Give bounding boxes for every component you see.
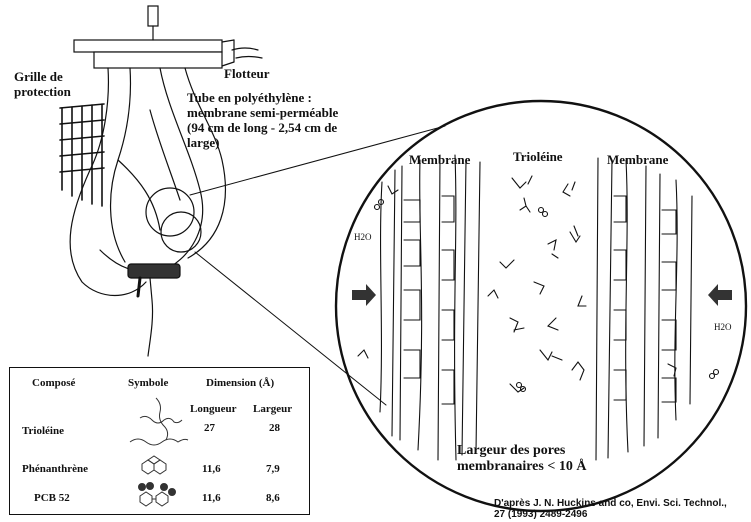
source-citation: D'après J. N. Huckins and co, Envi. Sci.… [494,498,727,520]
float-label: Flotteur [224,66,269,81]
float-device [74,6,262,68]
row-width: 28 [269,422,280,434]
row-length: 27 [204,422,215,434]
row-width: 8,6 [266,492,280,504]
row-compound: PCB 52 [34,492,70,504]
tube-label: Tube en polyéthylène :membrane semi-perm… [187,90,338,150]
row-compound: Phénanthrène [22,463,88,475]
membrane-left-label: Membrane [409,152,470,167]
weight-clamp [128,264,180,356]
water-left-label: H2O [354,232,372,242]
header-compound: Composé [32,377,75,389]
arrow-right-icon [708,284,732,306]
row-compound: Trioléine [22,425,64,437]
row-width: 7,9 [266,463,280,475]
membrane-right-label: Membrane [607,152,668,167]
row-length: 11,6 [202,463,221,475]
header-symbol: Symbole [128,377,168,389]
water-right-label: H2O [714,322,732,332]
arrow-left-icon [352,284,376,306]
row-length: 11,6 [202,492,221,504]
header-width: Largeur [253,403,292,415]
header-dimension: Dimension (Å) [206,377,274,389]
membrane-fibres [380,155,692,460]
compound-table: Composé Symbole Dimension (Å) Longueur L… [9,367,310,515]
trioleine-molecules [358,176,719,392]
header-length: Longueur [190,403,236,415]
trioleine-label: Trioléine [513,149,563,164]
